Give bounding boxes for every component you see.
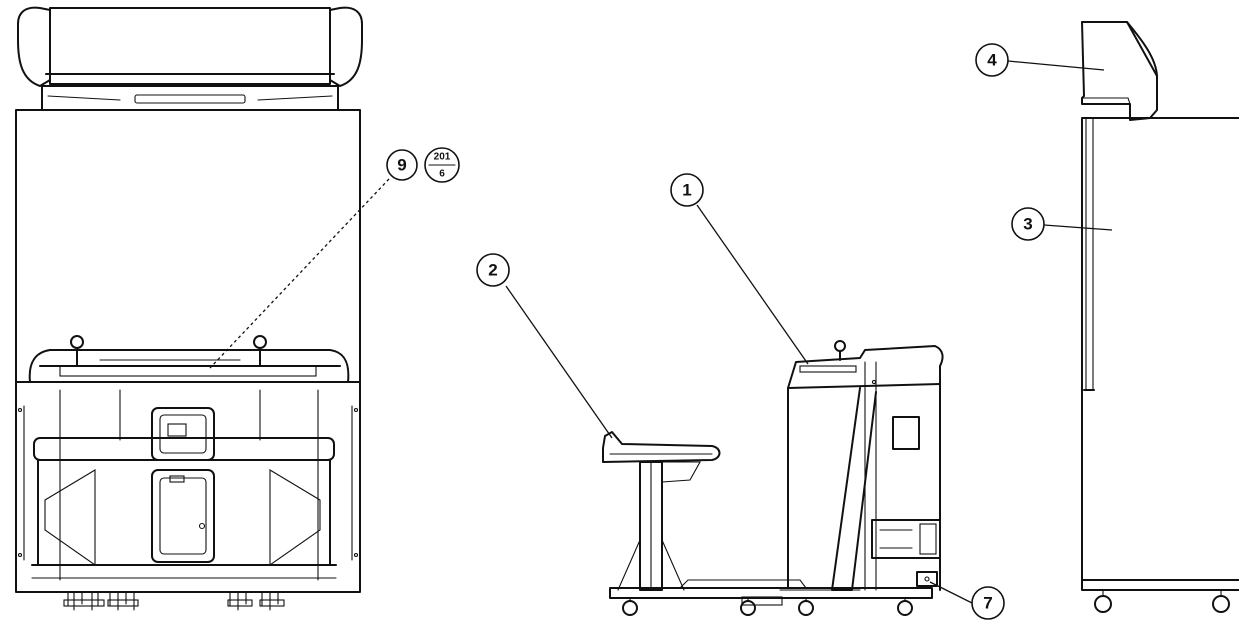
callout-4-label: 4: [987, 51, 997, 70]
fraction-denominator: 6: [439, 169, 445, 180]
side-cabinet: [787, 340, 944, 591]
side-view: [602, 340, 944, 616]
callout-3: 3: [1011, 207, 1045, 241]
top-sign: [1081, 21, 1158, 121]
cabinet-body: [1081, 117, 1239, 591]
callout-1: 1: [670, 173, 704, 207]
callout-2-label: 2: [488, 261, 497, 280]
callout-7: 7: [971, 586, 1005, 620]
tall-cabinet: [1081, 21, 1239, 613]
callout-2: 2: [476, 253, 510, 287]
side-casters: [622, 597, 913, 616]
leader-lines: [209, 60, 1113, 604]
callout-7-label: 7: [983, 594, 992, 613]
callout-9: 9 201 6: [386, 147, 460, 183]
upper-panel: [15, 109, 361, 383]
side-seat: [602, 431, 721, 591]
control-panel: [28, 335, 350, 383]
base-frame: [609, 579, 933, 606]
fraction-numerator: 201: [434, 152, 451, 163]
front-view-cabinet: [15, 6, 363, 611]
callout-3-label: 3: [1023, 215, 1032, 234]
callout-4: 4: [975, 43, 1009, 77]
callout-1-label: 1: [682, 181, 691, 200]
front-adjusters: [63, 591, 285, 611]
callout-9-label: 9: [397, 156, 406, 175]
marquee-sign: [17, 6, 363, 111]
coin-door: [151, 407, 215, 563]
